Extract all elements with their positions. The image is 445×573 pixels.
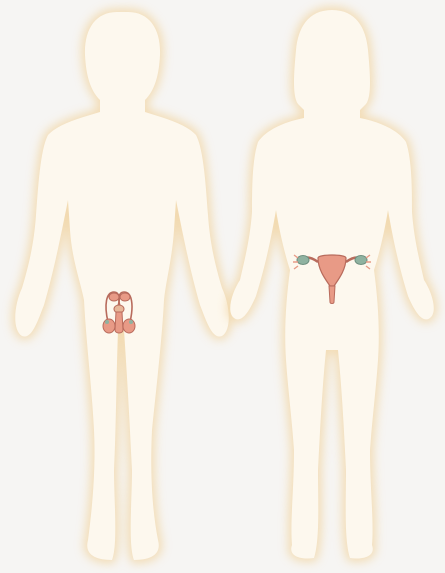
epididymis-left — [105, 320, 109, 324]
testis-left — [103, 319, 115, 333]
seminal-vesicle-left — [109, 293, 119, 301]
vagina — [329, 286, 335, 304]
male-body — [15, 12, 229, 560]
epididymis-right — [129, 320, 133, 324]
ovary-right — [355, 256, 367, 265]
testis-right — [123, 319, 135, 333]
ovary-left — [297, 256, 309, 265]
penis — [115, 312, 123, 333]
seminal-vesicle-right — [120, 293, 130, 301]
male-figure — [15, 12, 229, 560]
female-figure — [230, 10, 434, 558]
